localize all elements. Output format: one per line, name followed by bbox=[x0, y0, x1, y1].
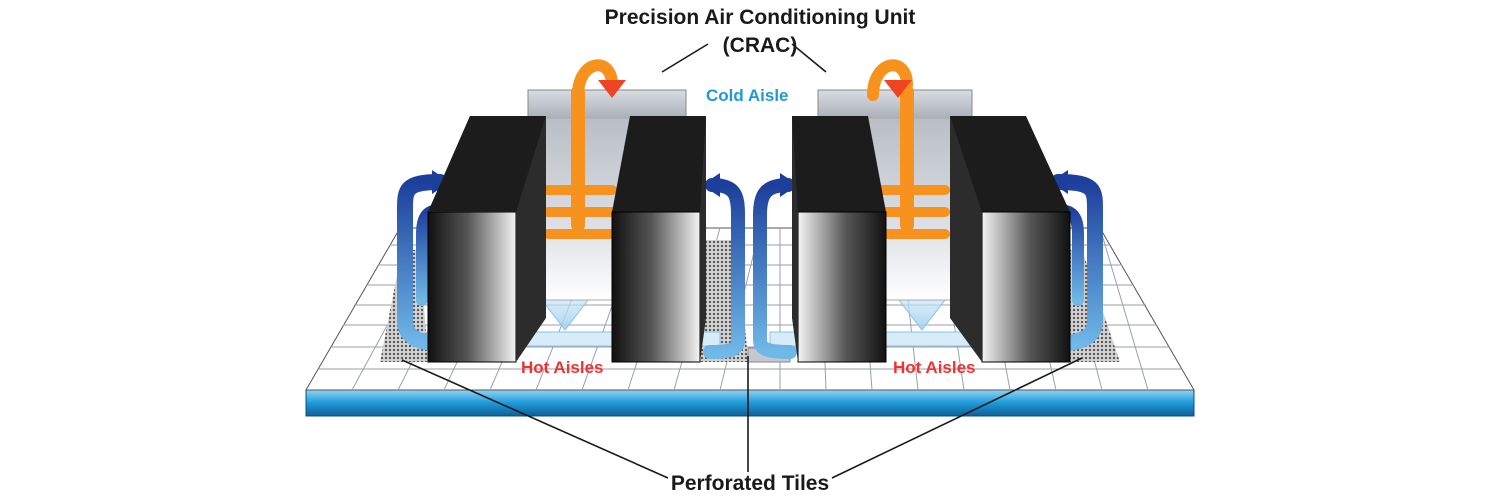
server-rack-2 bbox=[611, 116, 706, 363]
hot-aisles-label-left: Hot Aisles bbox=[521, 358, 604, 377]
crac-subtitle: (CRAC) bbox=[722, 34, 798, 57]
raised-floor-base bbox=[305, 389, 1195, 417]
perforated-tiles-label: Perforated Tiles bbox=[670, 472, 830, 495]
hot-aisles-label-right: Hot Aisles bbox=[893, 358, 976, 377]
cold-aisle-label: Cold Aisle bbox=[706, 86, 789, 105]
cool-air-arrowheads bbox=[598, 80, 912, 98]
server-rack-3 bbox=[792, 116, 887, 363]
leader-lines bbox=[401, 43, 1083, 479]
crac-title: Precision Air Conditioning Unit bbox=[604, 6, 916, 29]
server-rack-1 bbox=[427, 116, 546, 363]
server-rack-4 bbox=[950, 116, 1071, 363]
return-air-arrowheads bbox=[432, 170, 1068, 197]
